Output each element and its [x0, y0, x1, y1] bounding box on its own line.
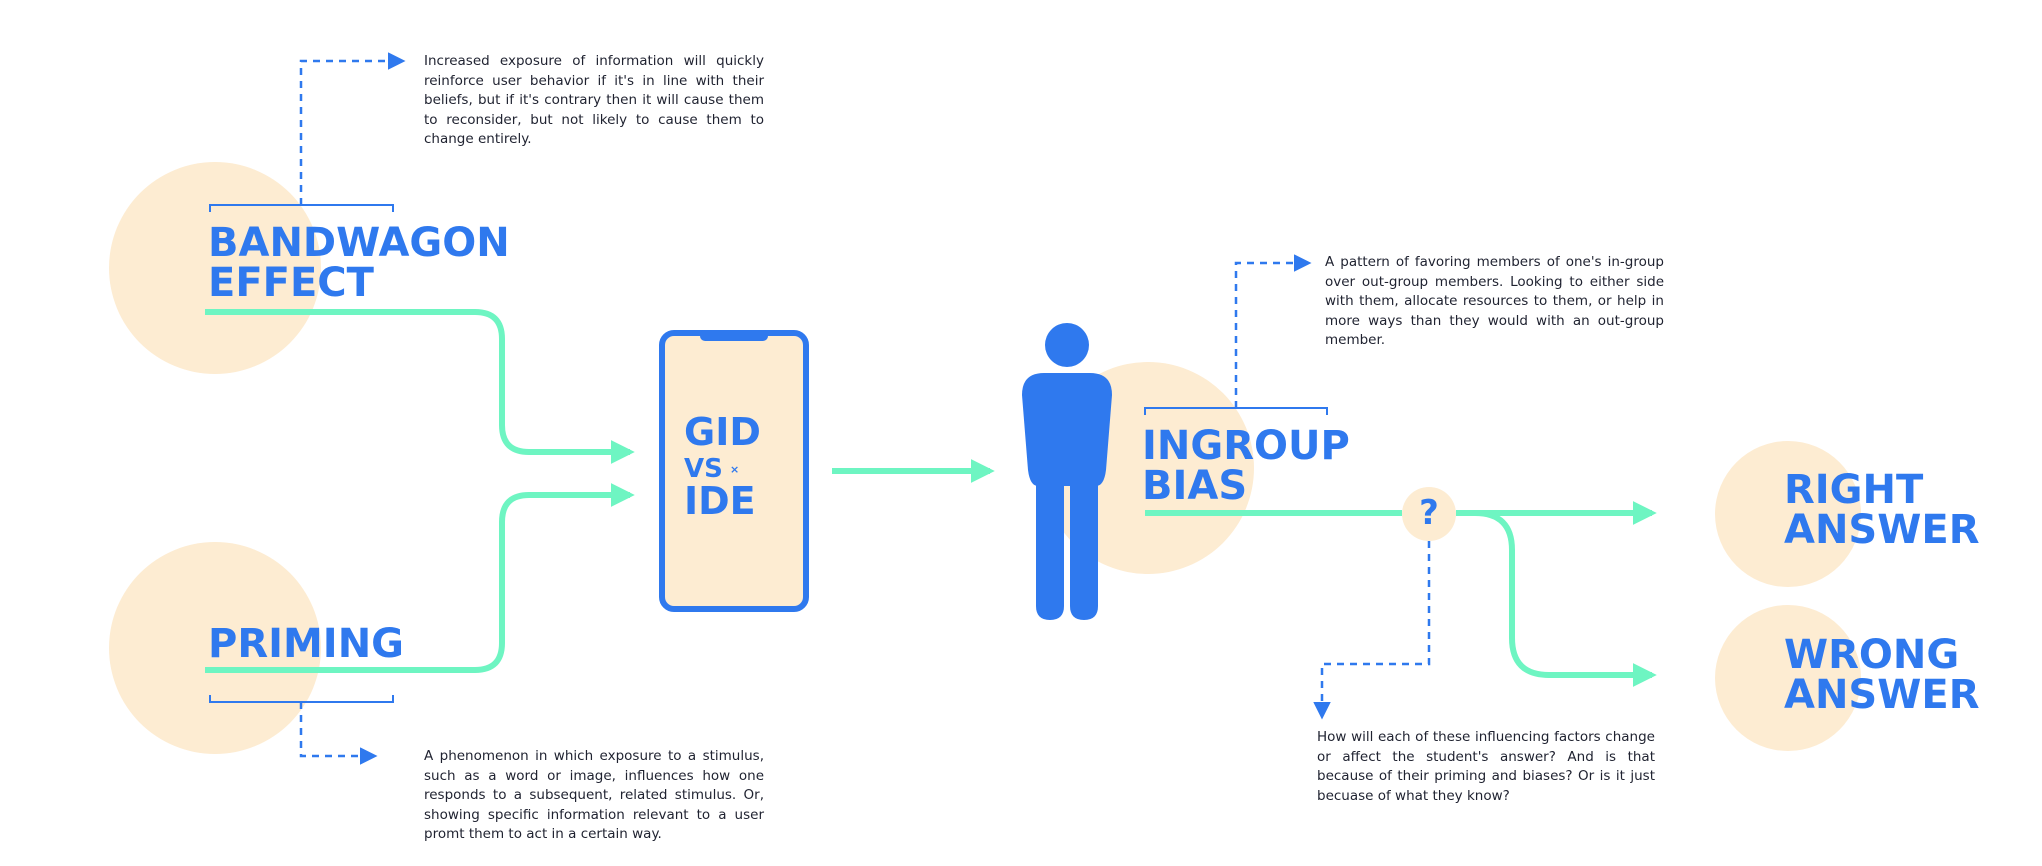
right-answer-line1: RIGHT	[1784, 467, 1924, 513]
wrong-answer-circle	[1715, 605, 1861, 751]
ingroup-title-line1: INGROUP	[1142, 423, 1350, 469]
bandwagon-title-line1: BANDWAGON	[208, 220, 510, 266]
wrong-answer-line1: WRONG	[1784, 632, 1960, 678]
phone-text-ide: IDE	[684, 479, 756, 523]
phone-text-vs: VS	[684, 454, 723, 484]
bandwagon-circle	[109, 162, 321, 374]
question-circle	[1402, 487, 1456, 541]
ingroup-title: INGROUP BIAS	[1142, 426, 1350, 506]
question-description: How will each of these influencing facto…	[1317, 729, 1655, 804]
priming-description: A phenomenon in which exposure to a stim…	[424, 748, 764, 843]
bandwagon-title-line2: EFFECT	[208, 260, 374, 306]
right-answer-title: RIGHT ANSWER	[1784, 470, 1980, 550]
ingroup-description: A pattern of favoring members of one's i…	[1325, 254, 1664, 349]
priming-leader	[299, 702, 378, 765]
bandwagon-description: Increased exposure of information will q…	[424, 53, 764, 148]
bandwagon-leader	[299, 52, 406, 205]
ingroup-title-line2: BIAS	[1142, 463, 1248, 509]
wrong-answer-connector	[1456, 510, 1657, 687]
right-answer-circle	[1715, 441, 1861, 587]
priming-connector	[205, 483, 635, 673]
right-answer-line2: ANSWER	[1784, 507, 1980, 553]
phone-notch	[700, 330, 768, 341]
phone-text-gid: GID	[684, 410, 761, 454]
question-mark-icon: ?	[1419, 493, 1439, 533]
wrong-answer-line2: ANSWER	[1784, 672, 1980, 718]
priming-title: PRIMING	[208, 621, 404, 667]
question-leader	[1313, 541, 1431, 720]
student-figure-icon	[1022, 323, 1112, 620]
wrong-answer-title: WRONG ANSWER	[1784, 635, 1980, 715]
ingroup-leader	[1234, 254, 1312, 408]
bandwagon-connector	[205, 309, 635, 464]
phone-mark: ×	[730, 463, 740, 476]
bandwagon-title: BANDWAGON EFFECT	[208, 223, 510, 303]
